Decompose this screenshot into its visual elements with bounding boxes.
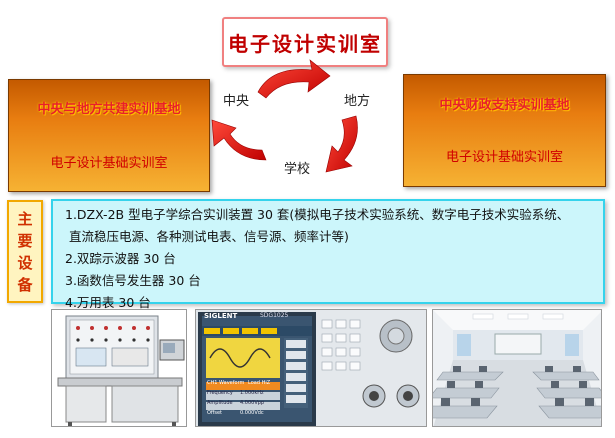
- equip-label-char-1: 主: [17, 209, 33, 228]
- generator-ampl-label: Amplitude: [207, 400, 233, 406]
- central-finance-base-title: 中央财政支持实训基地: [439, 98, 570, 113]
- arrow-local-to-school-icon: [325, 115, 358, 173]
- node-local-label: 地方: [344, 94, 371, 109]
- equip-label-char-2: 要: [17, 231, 33, 250]
- central-finance-base-box: 中央财政支持实训基地 电子设计基础实训室: [403, 74, 606, 187]
- function-generator-photo: SIGLENT SDG1025 CH1 Waveform Load HiZ Fr…: [195, 309, 427, 427]
- equipment-item: 1.DZX-2B 型电子学综合实训装置 30 套(模拟电子技术实验系统、数字电子…: [65, 207, 570, 222]
- central-local-base-title: 中央与地方共建实训基地: [37, 102, 181, 117]
- equipment-item: 2.双踪示波器 30 台: [65, 251, 176, 266]
- arrow-school-to-central-icon: [211, 119, 267, 161]
- generator-model: SDG1025: [260, 312, 289, 319]
- lab-room-image: [433, 310, 601, 426]
- arrow-central-to-local-icon: [257, 59, 331, 99]
- cycle-arrows: [211, 59, 358, 173]
- function-generator-image: [196, 310, 426, 426]
- equip-label-char-4: 备: [17, 275, 33, 294]
- central-local-base-box: 中央与地方共建实训基地 电子设计基础实训室: [8, 79, 210, 192]
- central-local-base-subtitle: 电子设计基础实训室: [50, 156, 168, 171]
- central-finance-base-subtitle: 电子设计基础实训室: [445, 150, 563, 165]
- equipment-item: 4.万用表 30 台: [65, 295, 151, 310]
- generator-load-label: Load HiZ: [248, 380, 271, 386]
- generator-freq-value: 1.000kHz: [240, 390, 264, 396]
- generator-wave-label: CH1 Waveform: [207, 380, 245, 386]
- generator-offset-label: Offset: [207, 410, 223, 416]
- generator-freq-label: Frequency: [207, 390, 233, 396]
- generator-offset-value: 0.000Vdc: [240, 410, 264, 416]
- equip-label-char-3: 设: [17, 253, 33, 272]
- page-title: 电子设计实训室: [222, 17, 388, 67]
- training-bench-image: [52, 310, 186, 426]
- generator-brand: SIGLENT: [204, 312, 238, 320]
- equipment-item: 直流稳压电源、各种测试电表、信号源、频率计等): [69, 229, 349, 244]
- main-equipment-label: 主 要 设 备: [7, 200, 43, 303]
- node-school-label: 学校: [284, 162, 311, 177]
- node-central-label: 中央: [223, 94, 250, 109]
- training-bench-photo: [51, 309, 187, 427]
- generator-ampl-value: 4.000Vpp: [240, 400, 265, 406]
- lab-room-photo: [432, 309, 602, 427]
- equipment-item: 3.函数信号发生器 30 台: [65, 273, 201, 288]
- equipment-list: 1.DZX-2B 型电子学综合实训装置 30 套(模拟电子技术实验系统、数字电子…: [51, 199, 605, 310]
